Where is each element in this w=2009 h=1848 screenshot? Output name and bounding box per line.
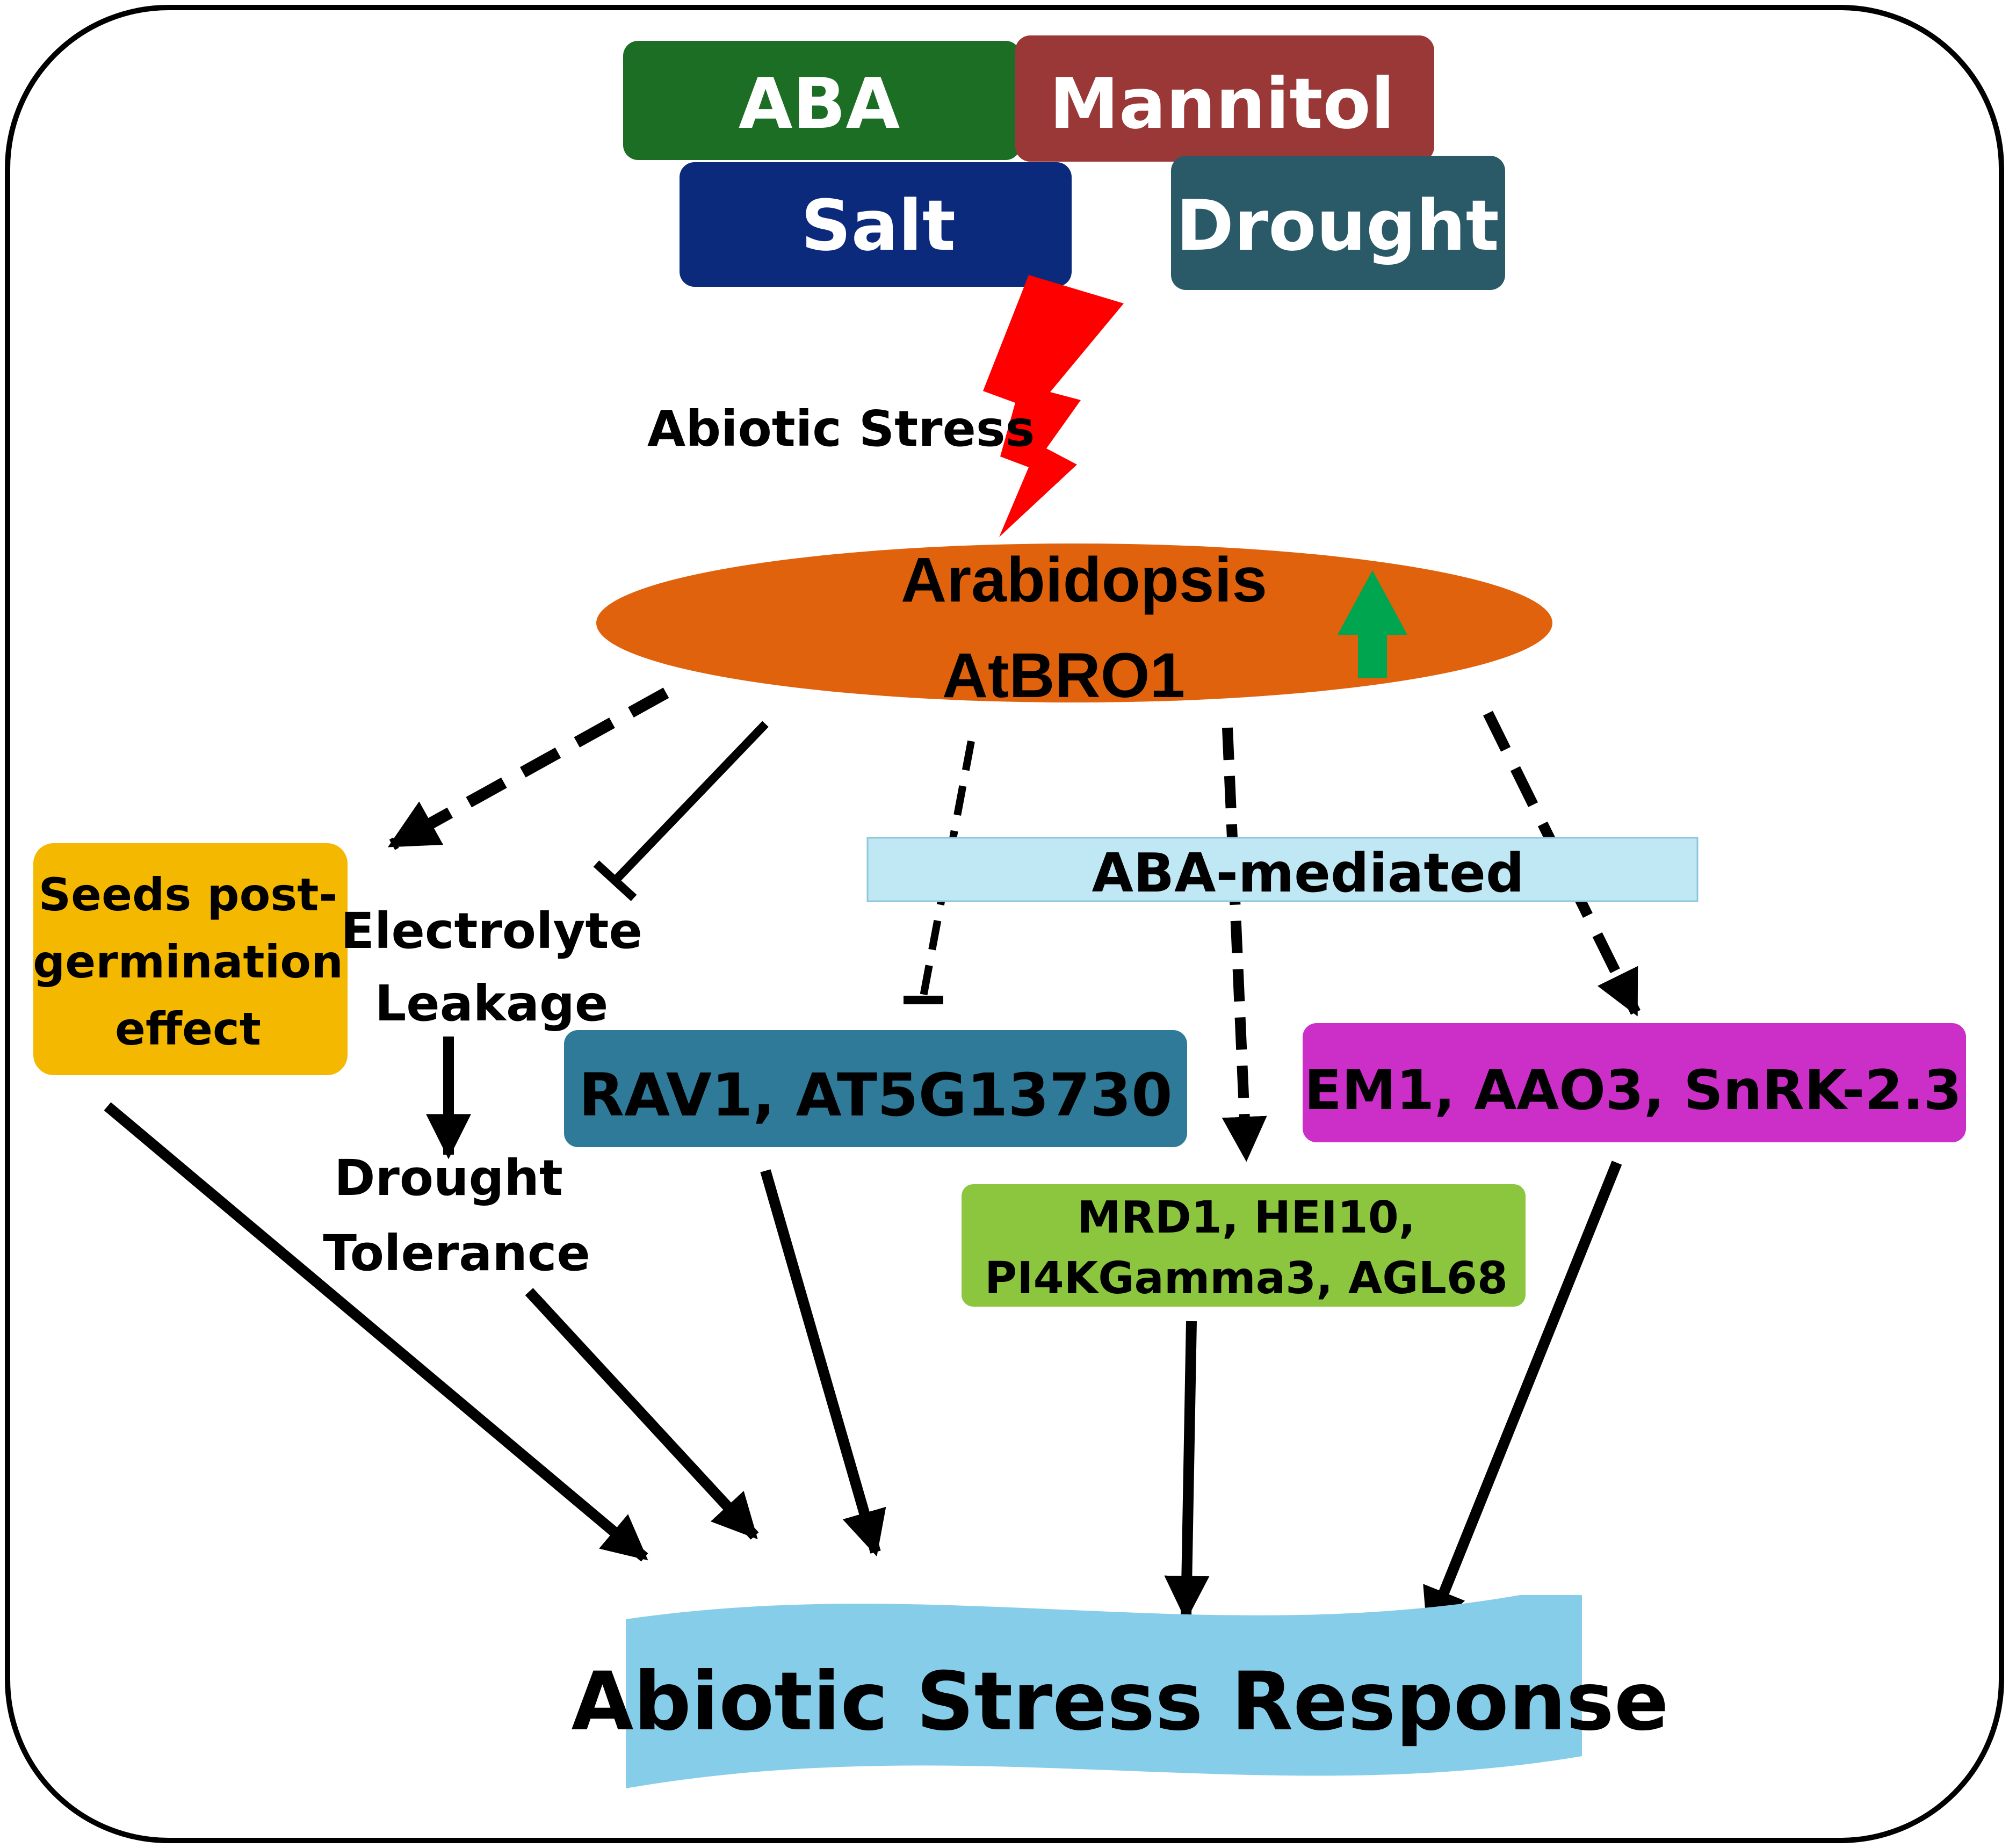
stressor-salt-box	[680, 162, 1072, 287]
rav1-label: RAV1, AT5G13730	[579, 1061, 1172, 1129]
arrow-rav1-to-response	[760, 1169, 886, 1557]
seeds-label-line1: Seeds post-	[39, 868, 338, 921]
seeds-label-line2: germination	[33, 936, 343, 988]
stressor-aba: ABA	[623, 41, 1021, 160]
electrolyte-label-line2: Leakage	[375, 975, 609, 1032]
atbro1-ellipse	[596, 543, 1552, 702]
arrow-seeds-to-response	[104, 1102, 648, 1562]
outer-frame	[5, 5, 2004, 1843]
arrow-to-mrd1	[1222, 727, 1267, 1162]
atbro1-title-line1: Arabidopsis	[901, 545, 1267, 615]
em1-label: EM1, AAO3, SnRK-2.3	[1304, 1059, 1962, 1122]
response-label: Abiotic Stress Response	[571, 1655, 1668, 1749]
stressor-drought-label: Drought	[1176, 185, 1499, 266]
atbro1-title-line2: AtBRO1	[942, 640, 1185, 711]
stressor-salt-label: Salt	[801, 185, 956, 266]
mrd1-label-line1: MRD1, HEI10,	[1077, 1192, 1415, 1243]
stressor-drought: Drought	[1171, 156, 1505, 290]
mrd1-box	[962, 1184, 1526, 1307]
seeds-label-line3: effect	[115, 1003, 261, 1055]
inhibition-bar-electrolyte	[593, 860, 637, 901]
stressor-salt: Salt	[680, 162, 1072, 287]
aba-mediated-bar	[866, 837, 1699, 902]
arrow-em1-to-response	[1423, 1161, 1622, 1634]
mrd1-label-line2: PI4KGamma3, AGL68	[985, 1253, 1508, 1304]
upregulation-arrow-icon	[1338, 570, 1407, 678]
electrolyte-label-line1: Electrolyte	[341, 902, 642, 960]
stressor-aba-label: ABA	[739, 63, 900, 144]
abiotic-stress-label: Abiotic Stress	[647, 400, 1035, 458]
arrow-drought-to-response	[525, 1288, 759, 1540]
stressor-mannitol-label: Mannitol	[1050, 63, 1395, 144]
stressor-mannitol-box	[1015, 35, 1434, 162]
seeds-box	[33, 843, 348, 1075]
stressor-mannitol: Mannitol	[1015, 35, 1434, 162]
arrow-mrd1-to-response	[1164, 1321, 1210, 1621]
stressor-drought-box	[1171, 156, 1505, 290]
drought-tolerance-label-line2: Tolerance	[323, 1224, 590, 1282]
arrow-to-em1	[1483, 711, 1641, 1017]
lightning-bolt-icon	[983, 275, 1124, 537]
response-banner	[626, 1595, 1582, 1788]
rav1-box	[564, 1030, 1187, 1147]
aba-mediated-label: ABA-mediated	[1092, 842, 1524, 904]
em1-box	[1303, 1023, 1966, 1142]
arrow-to-seeds	[387, 687, 669, 850]
drought-tolerance-label-line1: Drought	[334, 1149, 563, 1207]
stressor-aba-box	[623, 41, 1021, 160]
inhibition-to-electrolyte	[612, 721, 769, 884]
